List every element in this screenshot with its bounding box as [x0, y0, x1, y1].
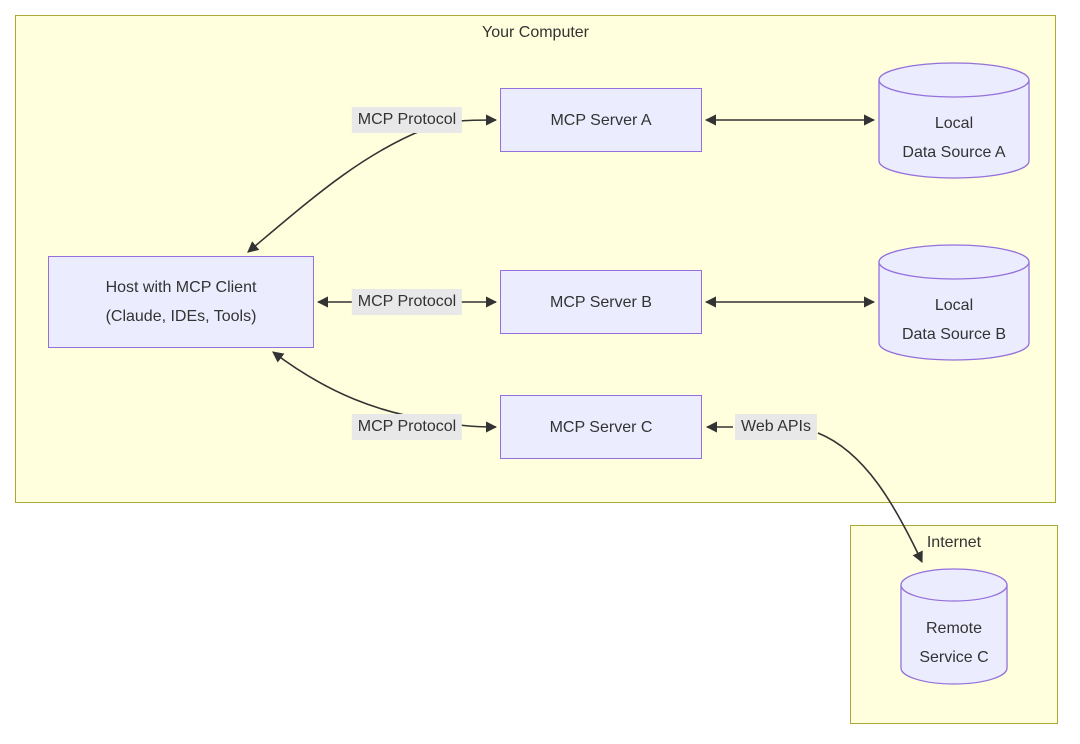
- node-mcp-server-a: MCP Server A: [500, 88, 702, 152]
- node-host-label-line1: Host with MCP Client: [105, 279, 257, 296]
- node-mcp-server-b: MCP Server B: [500, 270, 702, 334]
- edge-label-web-apis: Web APIs: [735, 414, 817, 440]
- database-cylinder-icon: [900, 568, 1008, 685]
- edge-label-mcp-protocol-a: MCP Protocol: [351, 107, 463, 133]
- node-host-label-line2: (Claude, IDEs, Tools): [105, 308, 257, 325]
- edge-label-mcp-protocol-c: MCP Protocol: [351, 414, 463, 440]
- edge-label-mcp-protocol-b: MCP Protocol: [351, 289, 463, 315]
- container-internet-title: Internet: [926, 534, 982, 551]
- node-local-data-source-b: Local Data Source B: [878, 244, 1030, 362]
- database-cylinder-icon: [878, 62, 1030, 179]
- label-line: Data Source A: [902, 144, 1006, 161]
- label-line: Local: [934, 115, 974, 132]
- node-local-data-source-a: Local Data Source A: [878, 62, 1030, 180]
- node-local-data-source-a-label: Local Data Source A: [878, 96, 1030, 180]
- label-line: Local: [934, 297, 974, 314]
- node-mcp-server-c-label: MCP Server C: [549, 418, 653, 436]
- node-mcp-server-c: MCP Server C: [500, 395, 702, 459]
- node-host-mcp-client: Host with MCP Client (Claude, IDEs, Tool…: [48, 256, 314, 348]
- node-remote-service-c: Remote Service C: [900, 568, 1008, 685]
- label-line: Data Source B: [901, 326, 1007, 343]
- label-line: Service C: [919, 648, 989, 666]
- label-line: Remote: [925, 619, 983, 637]
- node-local-data-source-b-label: Local Data Source B: [878, 278, 1030, 362]
- database-cylinder-icon: [878, 244, 1030, 361]
- container-your-computer-title: Your Computer: [481, 24, 590, 41]
- node-remote-service-c-label: Remote Service C: [900, 600, 1008, 685]
- node-mcp-server-a-label: MCP Server A: [550, 111, 652, 129]
- node-mcp-server-b-label: MCP Server B: [550, 293, 652, 311]
